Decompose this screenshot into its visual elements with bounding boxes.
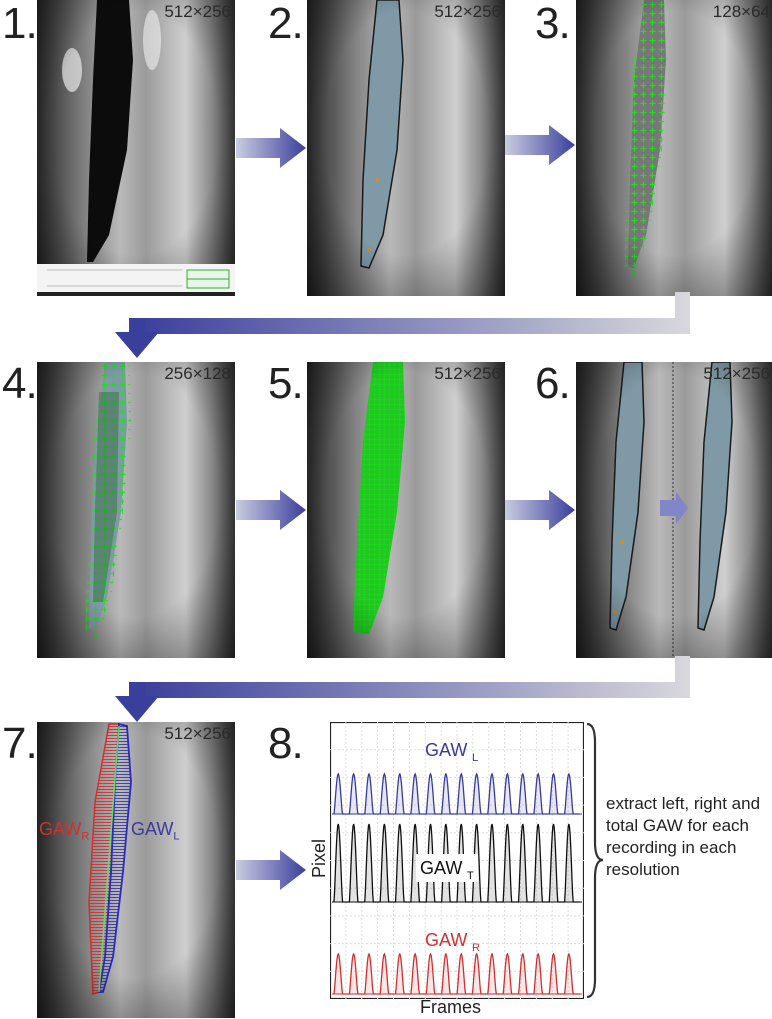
step-1-number: 1.	[2, 0, 38, 48]
step-7-resolution: 512×256	[164, 724, 231, 743]
keypoints-coarse-image	[576, 0, 772, 296]
keypoints-fine-image	[307, 362, 505, 658]
gaw-chart: GAW L GAW T GAW R	[330, 722, 584, 999]
chart-ylabel: Pixel	[309, 838, 330, 879]
gaw-r-label: GAWR	[39, 819, 90, 843]
keypoints-medium-image	[37, 362, 235, 658]
series-area-r	[334, 954, 580, 994]
arrow-5-6	[505, 490, 575, 530]
step-1-panel: 512×256	[37, 0, 235, 296]
gaw-l-label: GAWL	[131, 819, 180, 843]
step-4-panel: 256×128	[37, 362, 235, 658]
brace	[586, 722, 604, 999]
series-label-t: GAW	[420, 858, 462, 878]
step-3-number: 3.	[535, 0, 571, 48]
step-6-number: 6.	[535, 359, 571, 408]
series-area-l	[334, 774, 580, 814]
step-4-resolution: 256×128	[164, 364, 231, 383]
step-6-resolution: 512×256	[703, 364, 770, 383]
step-2-panel: 512×256	[307, 0, 505, 296]
label-bg	[416, 854, 478, 882]
step-3-resolution: 128×64	[712, 2, 770, 21]
step-2-resolution: 512×256	[434, 2, 501, 21]
series-label-r: GAW	[425, 930, 467, 950]
series-label-sub-r: R	[472, 942, 480, 954]
split-segmentation-image	[576, 362, 772, 658]
step-8-number: 8.	[268, 719, 304, 768]
series-label-sub-l: L	[472, 752, 478, 764]
step-7-number: 7.	[2, 719, 38, 768]
description-text: extract left, right and total GAW for ea…	[606, 794, 761, 879]
series-label-l: GAW	[425, 740, 467, 760]
series-label-sub-t: T	[467, 870, 474, 882]
segmentation-image	[307, 0, 505, 296]
step-4-number: 4.	[2, 359, 38, 408]
arrow-4-5	[236, 490, 306, 530]
connector-3-4	[115, 292, 690, 358]
arrow-2-3	[505, 125, 575, 165]
gaw-split-image	[37, 722, 235, 1018]
glottis-image	[37, 0, 235, 296]
step-5-number: 5.	[268, 359, 304, 408]
step-2-number: 2.	[268, 0, 304, 48]
chart-xlabel: Frames	[420, 997, 482, 1017]
step-3-panel: 128×64	[576, 0, 772, 296]
arrow-1-2	[236, 128, 306, 168]
step-5-resolution: 512×256	[434, 364, 501, 383]
step-1-resolution: 512×256	[164, 2, 231, 21]
arrow-7-8	[236, 850, 306, 890]
step-7-panel: 512×256 GAWR GAWL	[37, 722, 235, 1018]
series-area-t	[334, 824, 580, 902]
step-6-panel: 512×256	[576, 362, 772, 658]
step-5-panel: 512×256	[307, 362, 505, 658]
connector-6-7	[115, 656, 690, 722]
